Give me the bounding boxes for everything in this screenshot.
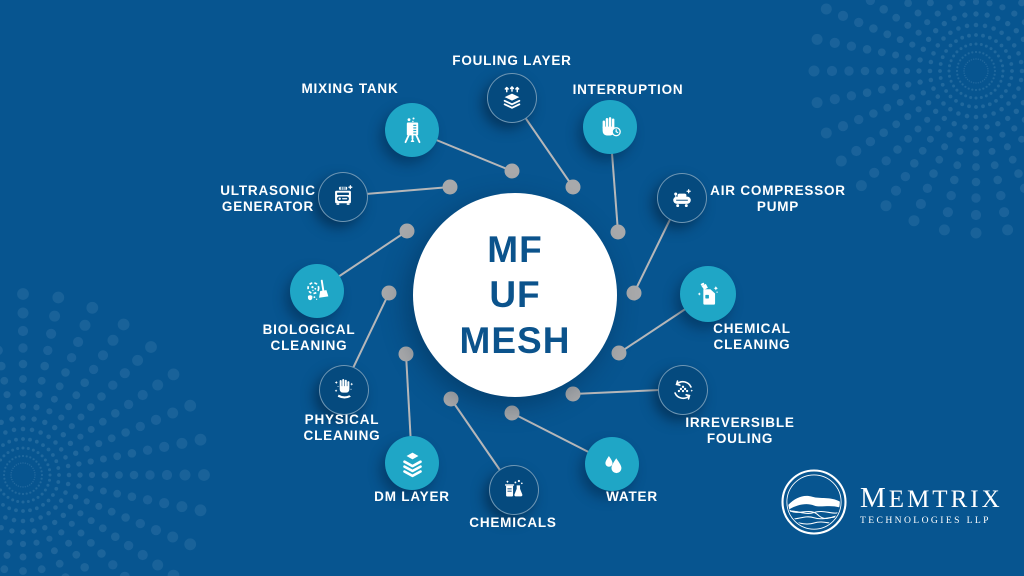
generator-icon	[329, 183, 357, 211]
lab-flasks-icon	[500, 476, 528, 504]
microbe-brush-icon	[302, 276, 333, 307]
connector-dot	[565, 179, 581, 195]
label-chemical-cleaning: CHEMICAL CLEANING	[713, 321, 791, 352]
label-water: WATER	[606, 489, 658, 505]
center-circle: MF UF MESH	[413, 193, 617, 397]
node-biological-cleaning-circle	[290, 264, 344, 318]
recycle-particles-icon	[669, 376, 697, 404]
node-chemicals-circle	[489, 465, 539, 515]
connector-dot	[443, 391, 459, 407]
connector-dot	[381, 285, 397, 301]
connector-dot	[626, 285, 642, 301]
label-mixing-tank: MIXING TANK	[301, 81, 399, 97]
hand-wash-icon	[330, 376, 358, 404]
label-biological-cleaning: BIOLOGICAL CLEANING	[262, 322, 356, 353]
node-irreversible-fouling-circle	[658, 365, 708, 415]
label-air-compressor-pump: AIR COMPRESSOR PUMP	[710, 183, 846, 214]
connector-dot	[399, 223, 415, 239]
node-physical-cleaning-circle	[319, 365, 369, 415]
node-dm-layer-circle	[385, 436, 439, 490]
center-title-line-1: MF	[487, 229, 543, 271]
node-chemical-cleaning-circle	[680, 266, 736, 322]
node-mixing-tank-circle	[385, 103, 439, 157]
center-title-line-2: UF	[489, 274, 541, 316]
fouling-layers-icon	[498, 84, 526, 112]
memtrix-logo: MEMTRIX TECHNOLOGIES LLP	[779, 467, 1003, 542]
label-fouling-layer: FOULING LAYER	[452, 53, 572, 69]
label-physical-cleaning: PHYSICAL CLEANING	[303, 412, 381, 443]
node-ultrasonic-generator-circle	[318, 172, 368, 222]
label-chemicals: CHEMICALS	[469, 515, 557, 531]
node-fouling-layer-circle	[487, 73, 537, 123]
connector-dot	[504, 163, 520, 179]
wave-globe-icon	[779, 467, 849, 542]
label-ultrasonic-generator: ULTRASONIC GENERATOR	[220, 183, 316, 214]
node-air-compressor-pump-circle	[657, 173, 707, 223]
connector-dot	[504, 405, 520, 421]
label-dm-layer: DM LAYER	[374, 489, 450, 505]
detergent-bottle-icon	[692, 278, 724, 310]
label-irreversible-fouling: IRREVERSIBLE FOULING	[685, 415, 795, 446]
connector-dot	[398, 346, 414, 362]
stop-hand-icon	[595, 112, 626, 143]
stacked-layers-icon	[397, 448, 428, 479]
connector-dot	[610, 224, 626, 240]
air-compressor-icon	[668, 184, 696, 212]
node-water-circle	[585, 437, 639, 491]
water-drops-icon	[597, 449, 628, 480]
connector-dot	[442, 179, 458, 195]
mixing-tank-icon	[397, 115, 428, 146]
label-interruption: INTERRUPTION	[572, 82, 684, 98]
connector-dot	[611, 345, 627, 361]
connector-dot	[565, 386, 581, 402]
center-title-line-3: MESH	[459, 319, 571, 361]
logo-text: MEMTRIX TECHNOLOGIES LLP	[860, 484, 1003, 526]
node-interruption-circle	[583, 100, 637, 154]
logo-name: MEMTRIX	[860, 481, 1003, 514]
logo-subtitle: TECHNOLOGIES LLP	[860, 514, 991, 526]
